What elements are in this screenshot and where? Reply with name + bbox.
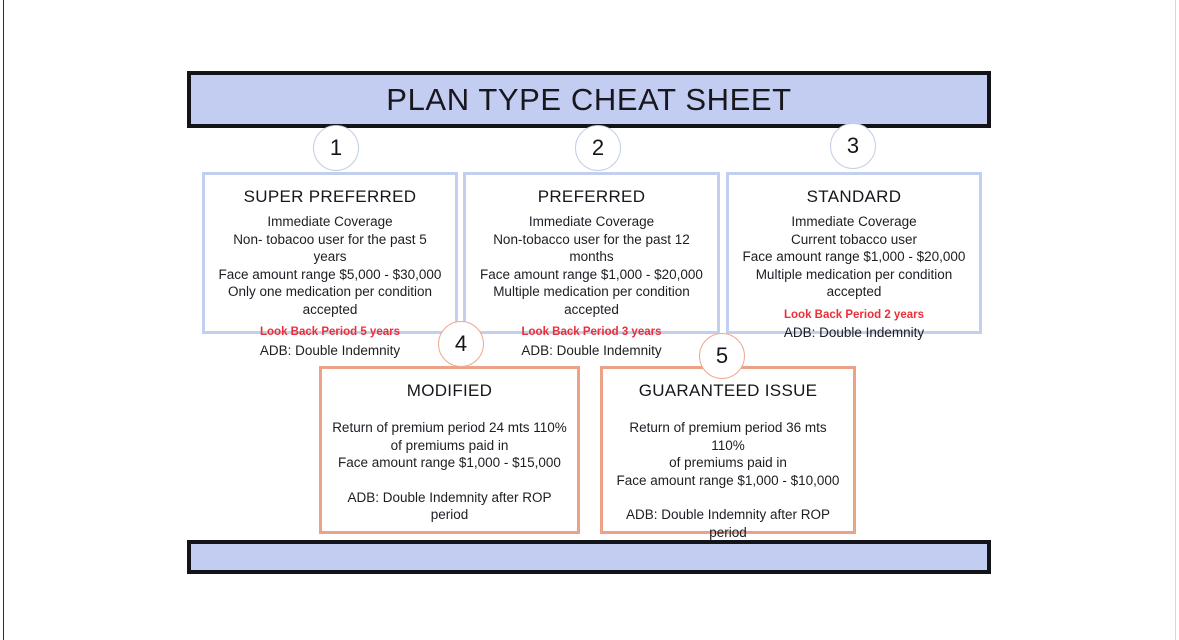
plan-card-line: Face amount range $1,000 - $20,000	[742, 249, 966, 264]
plan-card-adb-line: ADB: Double Indemnity after ROP period	[347, 489, 552, 523]
header-banner: PLAN TYPE CHEAT SHEET	[187, 71, 991, 128]
plan-card-line: Immediate Coverage	[791, 214, 917, 229]
step-badge-3: 3	[830, 123, 876, 169]
look-back-period-highlight: Look Back Period 5 years	[260, 326, 400, 338]
plan-card-line: Return of premium period 36 mts 110%	[629, 420, 827, 453]
plan-card-line: Immediate Coverage	[528, 214, 655, 229]
plan-card-line: Return of premium period 24 mts 110%	[332, 420, 567, 435]
footer-banner	[187, 540, 991, 574]
plan-card-adb-line: ADB: Double Indemnity	[259, 342, 401, 358]
step-badge-2: 2	[575, 125, 621, 171]
plan-card-line: Non- tobacoo user for the past 5 years	[233, 231, 427, 265]
plan-card-line: accepted	[564, 301, 619, 317]
step-badge-4: 4	[438, 321, 484, 367]
plan-card-guaranteed-issue: GUARANTEED ISSUE Return of premium perio…	[600, 366, 856, 540]
plan-card-adb-line: ADB: Double Indemnity after ROP period	[625, 507, 831, 540]
plan-card-line: Face amount range $1,000 - $20,000	[480, 266, 703, 282]
plan-card-title: GUARANTEED ISSUE	[638, 381, 818, 400]
plan-card-line: Multiple medication per condition	[755, 266, 953, 282]
plan-card-super-preferred: SUPER PREFERRED Immediate Coverage Non- …	[202, 172, 458, 358]
look-back-period-highlight: Look Back Period 3 years	[521, 326, 662, 338]
plan-card-preferred: PREFERRED Immediate Coverage Non-tobacco…	[463, 172, 720, 358]
plan-card-line: of premiums paid in	[669, 455, 787, 470]
plan-card-standard: STANDARD Immediate Coverage Current toba…	[726, 172, 982, 340]
plan-card-line: Immediate Coverage	[267, 214, 393, 229]
plan-card-adb-line: ADB: Double Indemnity	[521, 342, 662, 358]
page-title: PLAN TYPE CHEAT SHEET	[386, 81, 792, 117]
plan-card-line: accepted	[302, 301, 358, 317]
plan-card-title: SUPER PREFERRED	[243, 187, 417, 206]
plan-card-line: Non-tobacco user for the past 12 months	[493, 231, 690, 265]
plan-card-line: accepted	[826, 284, 882, 299]
plan-card-modified: MODIFIED Return of premium period 24 mts…	[319, 366, 580, 534]
plan-card-adb-line: ADB: Double Indemnity	[783, 325, 925, 340]
plan-card-line: Current tobacco user	[790, 231, 918, 247]
plan-card-line: of premiums paid in	[390, 437, 509, 453]
step-badge-5: 5	[699, 333, 745, 379]
look-back-period-highlight: Look Back Period 2 years	[784, 308, 924, 321]
plan-card-title: PREFERRED	[537, 187, 646, 206]
page-edge-right-rule	[1175, 0, 1176, 640]
step-badge-1: 1	[313, 125, 359, 171]
plan-card-line: Only one medication per condition	[227, 284, 433, 299]
plan-card-line: Face amount range $1,000 - $10,000	[616, 472, 840, 488]
plan-card-title: STANDARD	[806, 187, 902, 206]
page-edge-left-rule	[3, 0, 4, 640]
plan-card-line: Multiple medication per condition	[493, 284, 690, 299]
plan-card-line: Face amount range $5,000 - $30,000	[218, 266, 442, 282]
plan-card-title: MODIFIED	[406, 381, 493, 400]
plan-card-line: Face amount range $1,000 - $15,000	[338, 455, 561, 470]
